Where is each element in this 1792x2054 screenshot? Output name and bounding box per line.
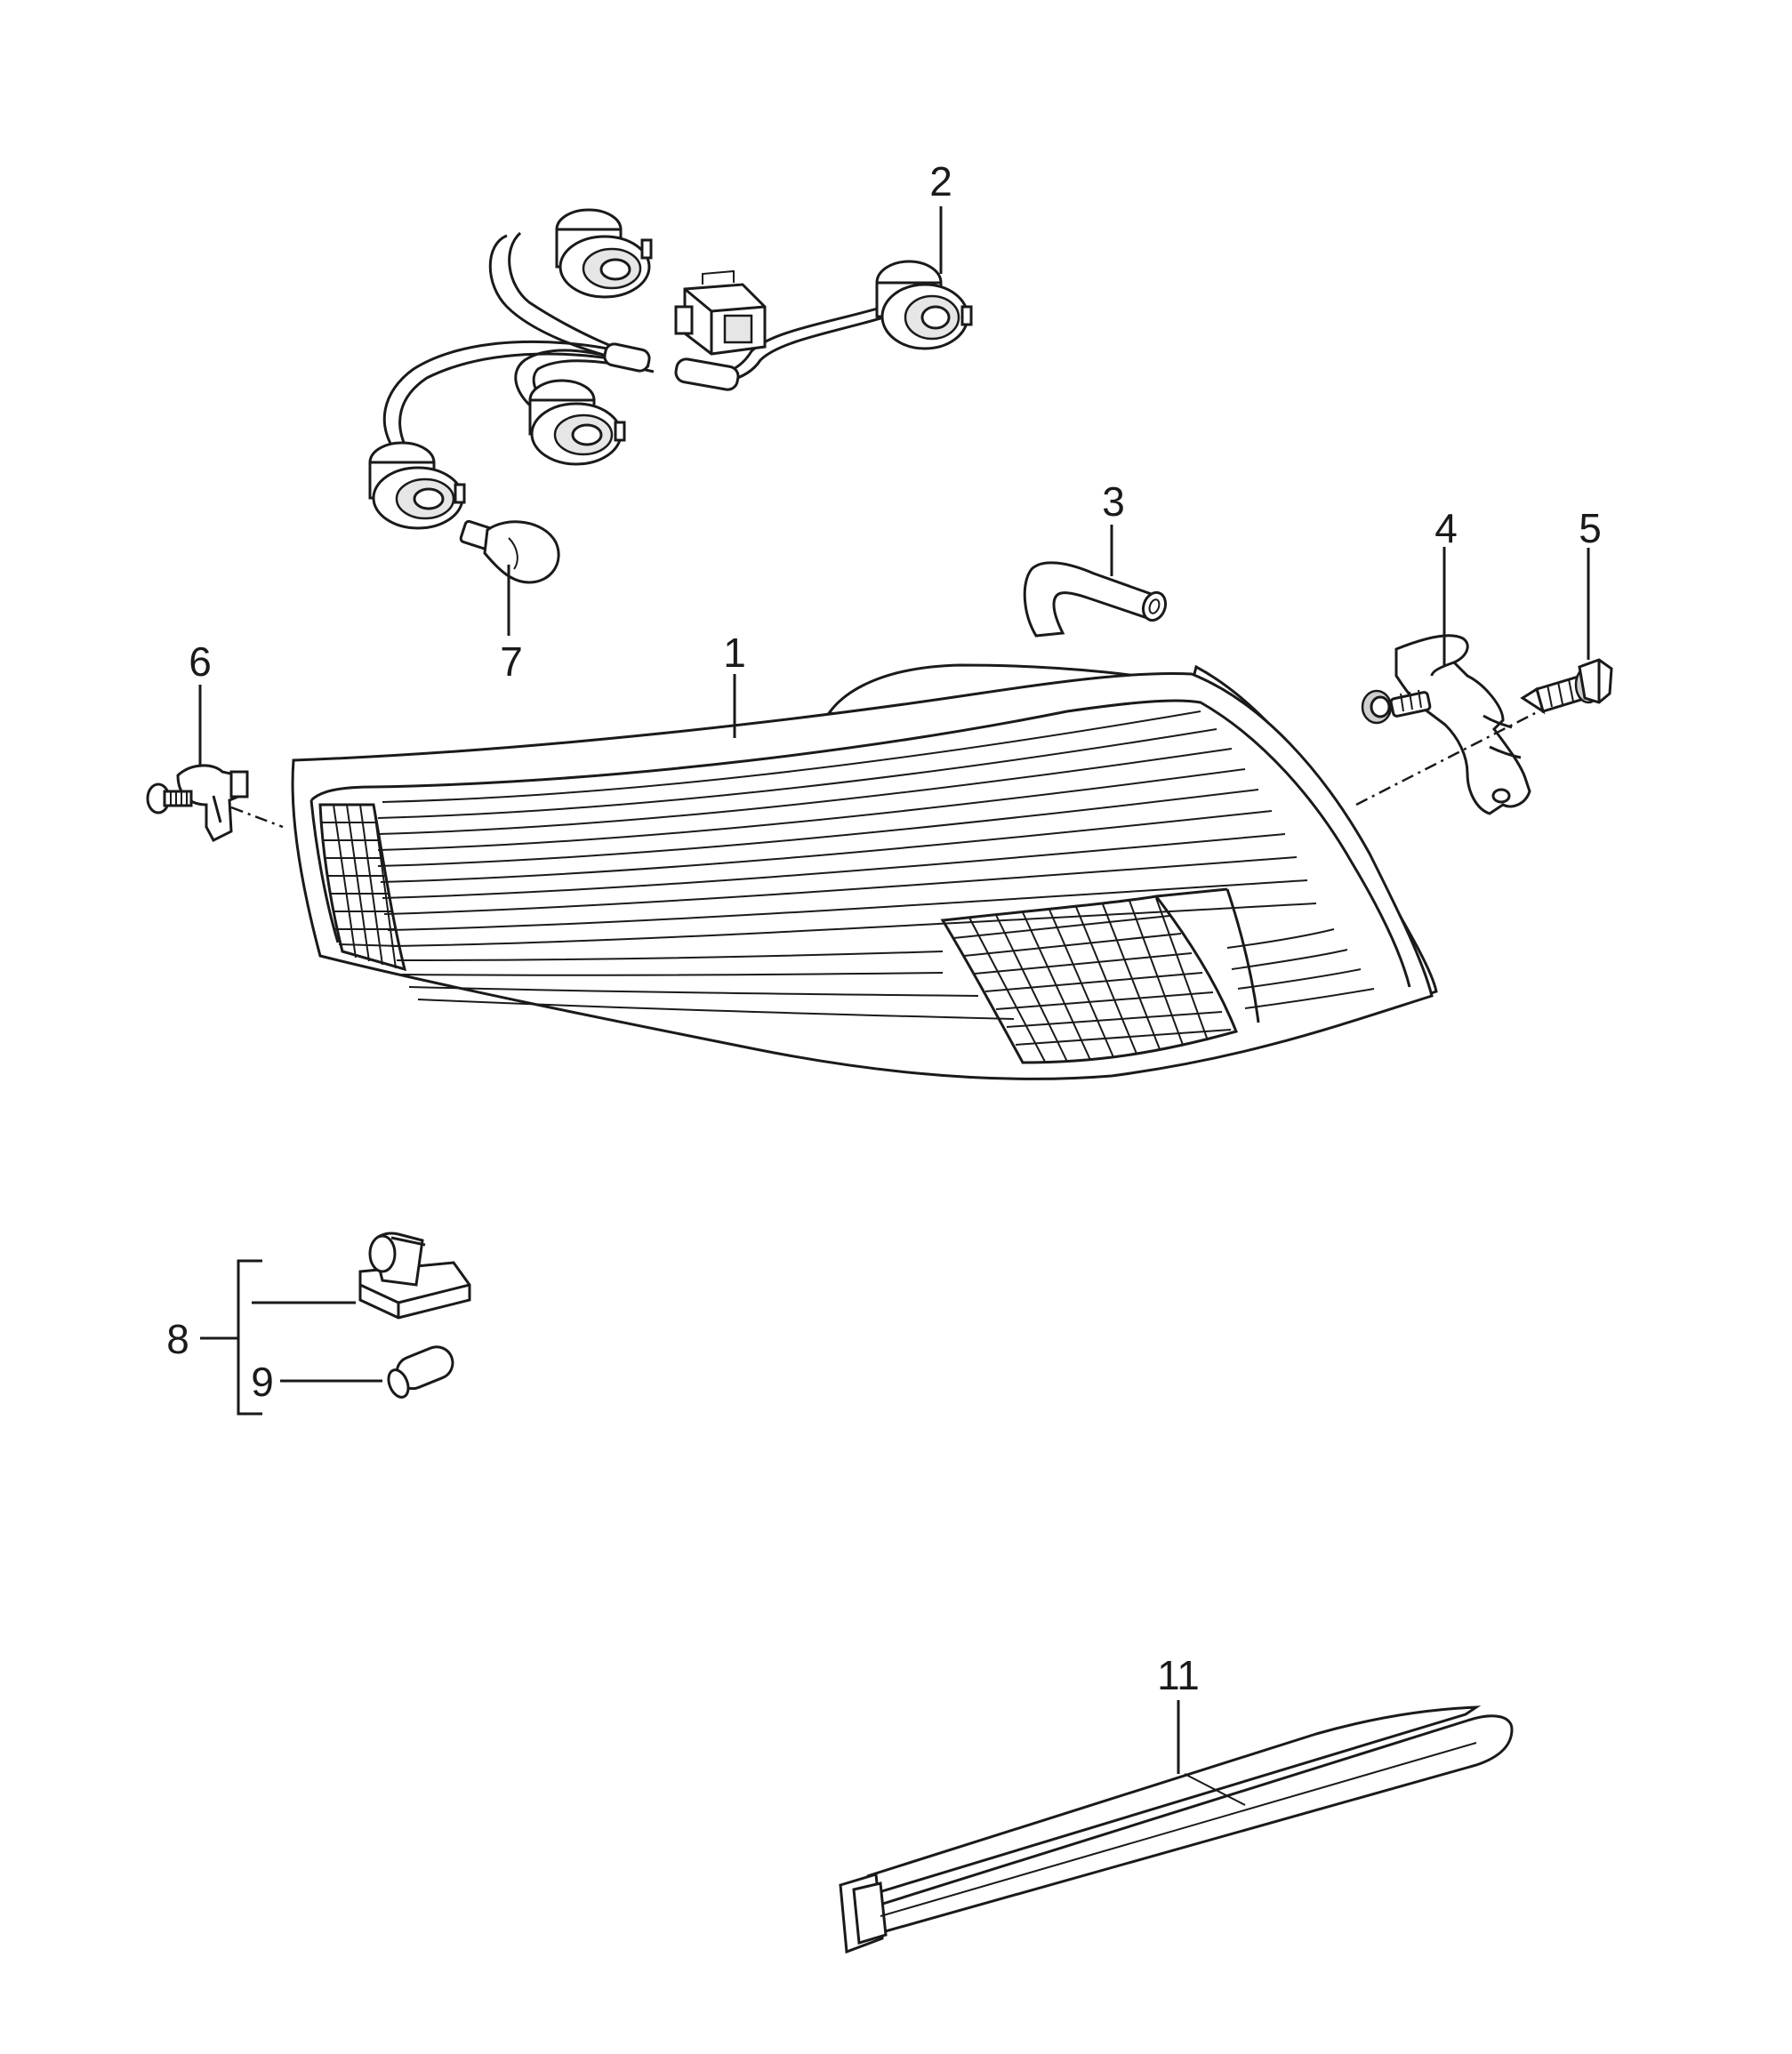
callout-9: 9: [251, 1359, 274, 1405]
brake-light-bar-part-11[interactable]: [839, 1705, 1514, 1954]
tail-light-part-1[interactable]: [291, 663, 1438, 1080]
mounting-clip-part-6[interactable]: [146, 764, 249, 842]
group-bracket-8: [200, 1259, 382, 1416]
callout-2: 2: [929, 158, 952, 205]
callout-1: 1: [723, 630, 746, 676]
bulb-socket-right: [875, 260, 973, 350]
callout-8: 8: [166, 1316, 189, 1362]
callout-11: 11: [1157, 1652, 1200, 1698]
bulb-part-9[interactable]: [385, 1342, 458, 1400]
left-reflector-grid: [318, 803, 407, 972]
assembly-line-right: [1355, 710, 1539, 806]
assembly-line-left: [230, 806, 284, 829]
callout-4: 4: [1434, 505, 1458, 551]
bulb-socket-middle: [528, 379, 626, 466]
center-reflector-grid: [940, 895, 1239, 1064]
hose-part-3[interactable]: [1023, 561, 1169, 638]
callout-5: 5: [1579, 505, 1602, 551]
callout-6: 6: [189, 638, 212, 685]
bulb-socket-top: [555, 208, 653, 299]
leader-lines: [198, 206, 1590, 1774]
bulb-part-7[interactable]: [459, 519, 560, 584]
screw-small: [1361, 689, 1432, 725]
wiring-harness-part-2[interactable]: [368, 208, 973, 530]
lamp-holder-part-8[interactable]: [358, 1232, 471, 1320]
bulb-socket-left: [368, 441, 466, 530]
callout-7: 7: [500, 638, 523, 685]
connector-plug: [674, 269, 767, 356]
callout-3: 3: [1102, 478, 1125, 525]
bracket-part-4[interactable]: [1394, 634, 1531, 815]
screw-part-5[interactable]: [1520, 658, 1613, 715]
